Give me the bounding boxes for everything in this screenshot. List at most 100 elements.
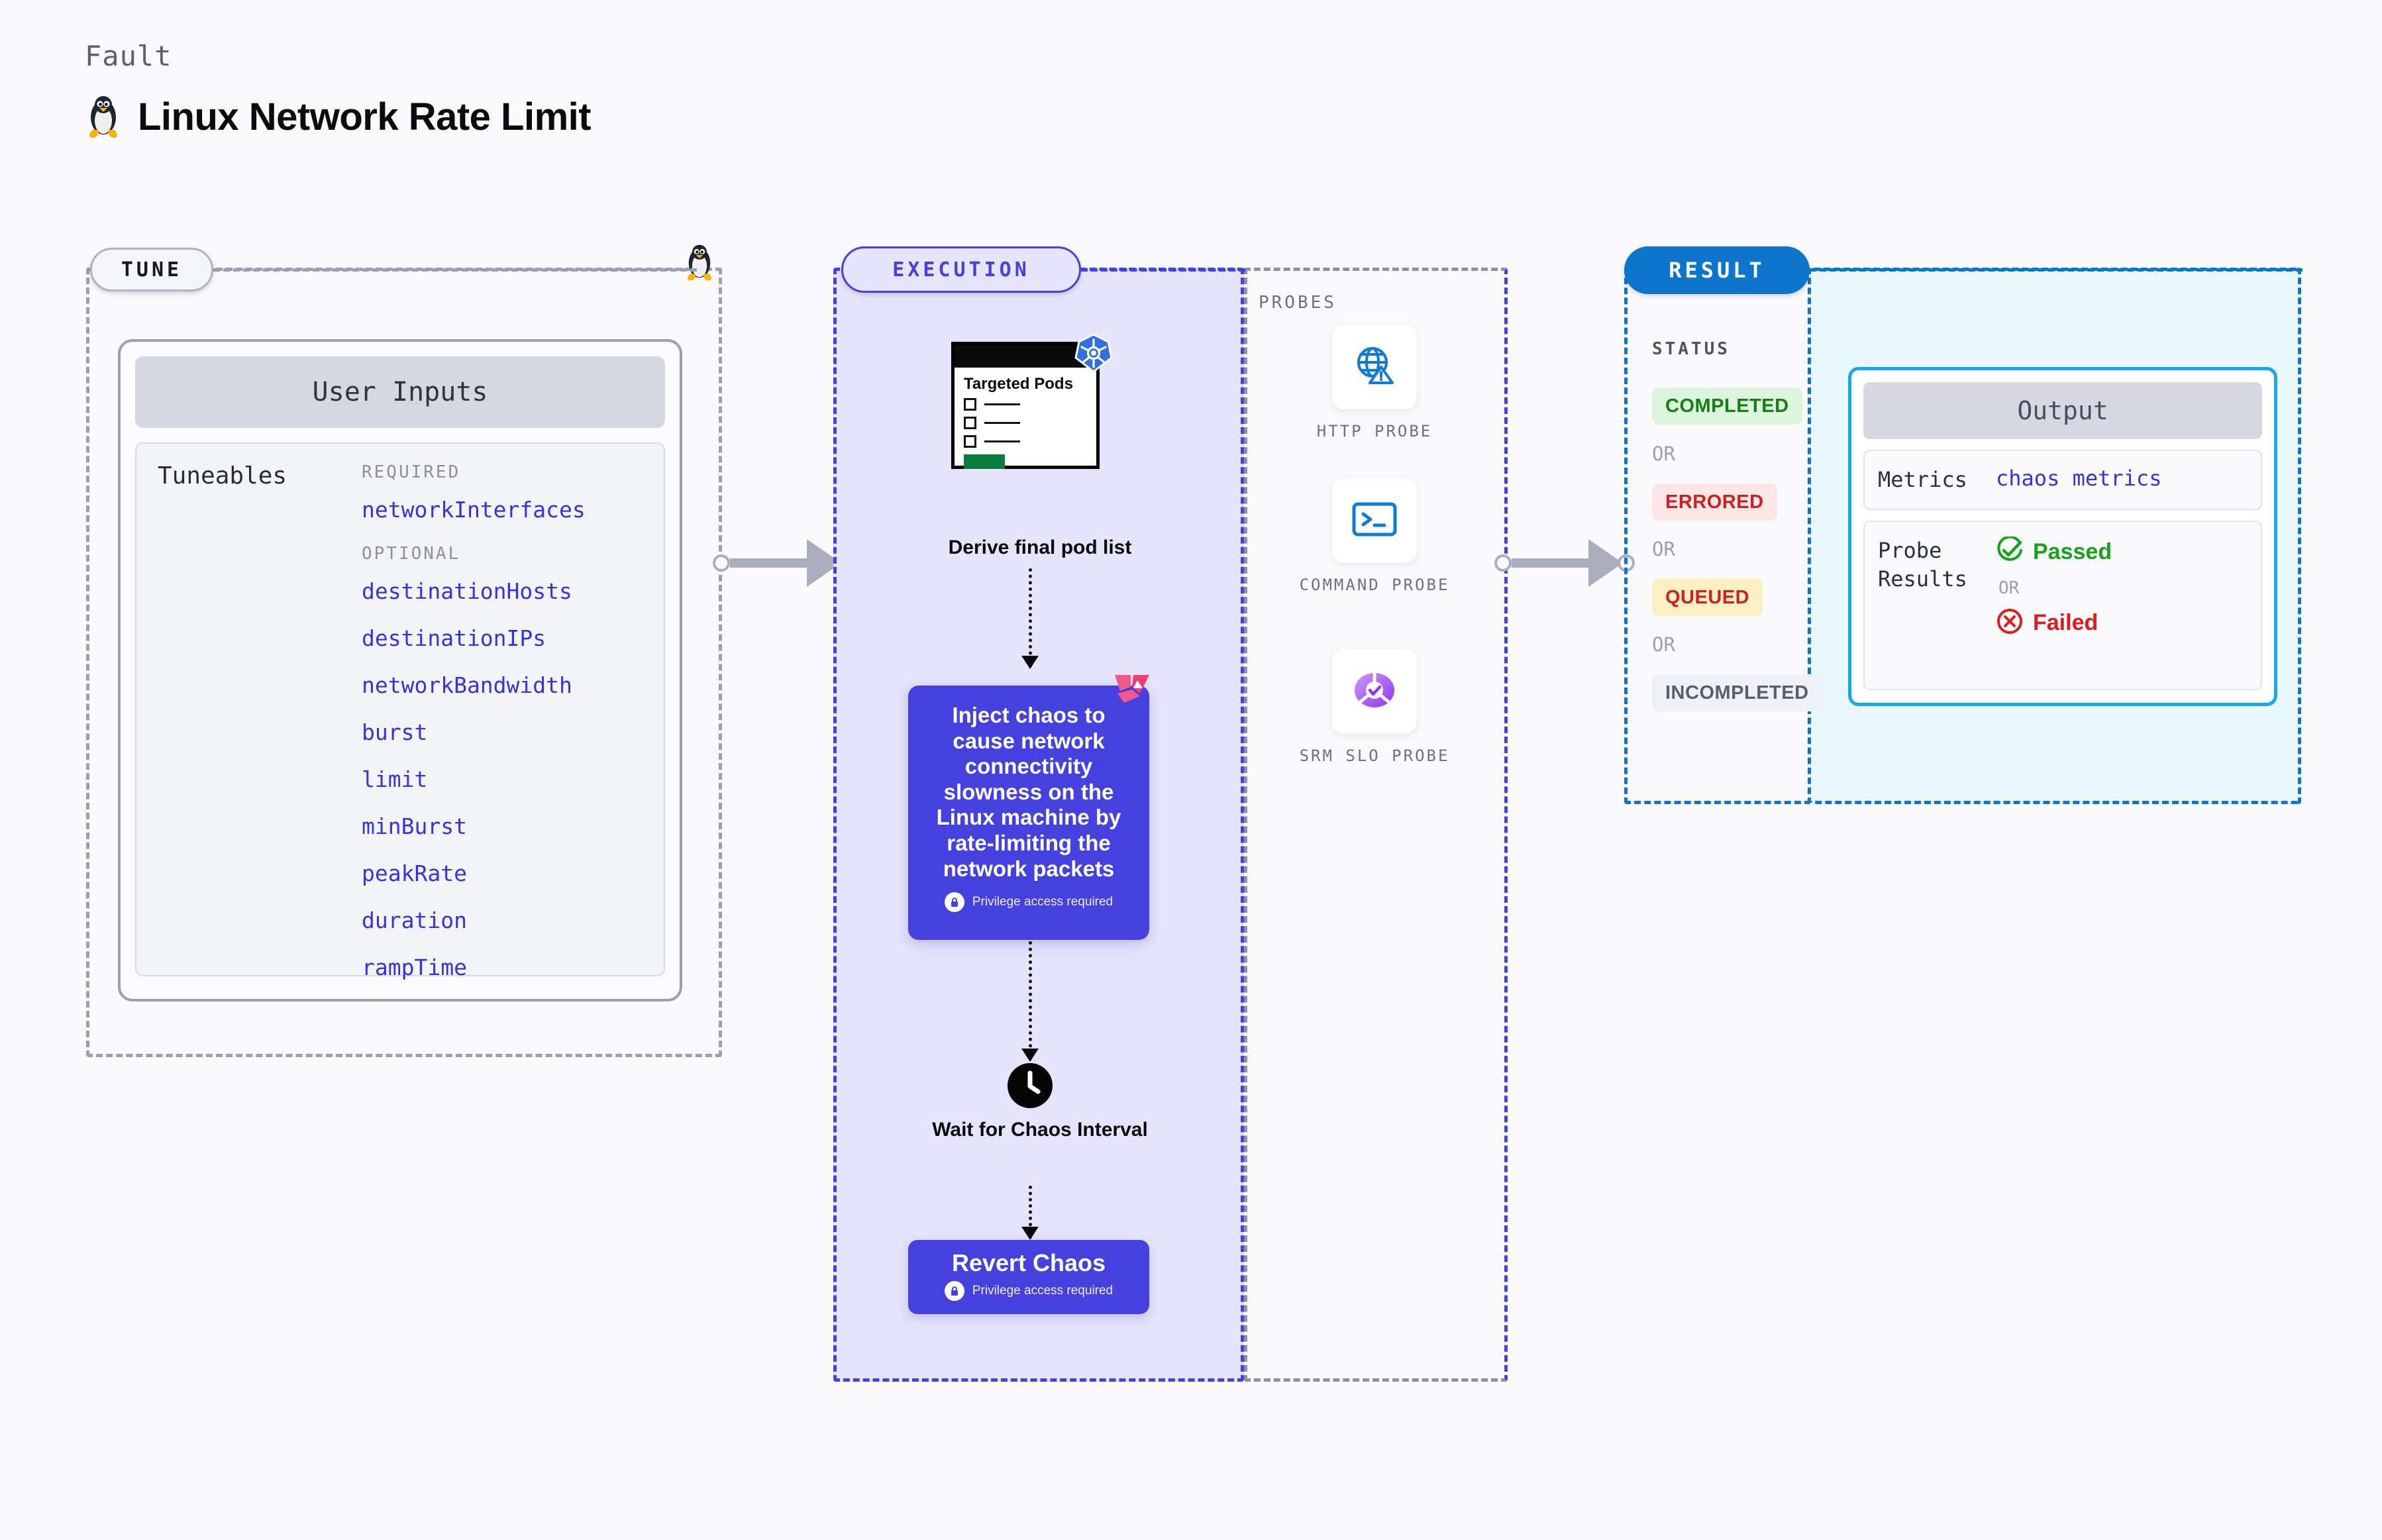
tuneable-destinationIPs[interactable]: destinationIPs <box>362 625 546 651</box>
tuneable-destinationHosts[interactable]: destinationHosts <box>362 578 572 604</box>
failed-label: Failed <box>2033 610 2098 636</box>
execution-pill[interactable]: EXECUTION <box>841 246 1081 293</box>
clock-icon <box>1008 1063 1053 1108</box>
targeted-pods-illustration: Targeted Pods <box>951 333 1113 474</box>
tune-pill[interactable]: TUNE <box>90 248 213 291</box>
tuneables-group-label-optional: OPTIONAL <box>362 544 461 564</box>
targeted-pods-titlebar <box>955 345 1096 368</box>
result-pill-connector <box>1810 268 2303 272</box>
targeted-pods-card: Targeted Pods <box>951 342 1100 470</box>
checkbox-icon <box>964 435 976 448</box>
tuneable-networkInterfaces[interactable]: networkInterfaces <box>362 497 586 523</box>
probe-command[interactable]: COMMAND PROBE <box>1298 478 1451 595</box>
placeholder-line <box>984 403 1020 406</box>
tuneables-group-label-required: REQUIRED <box>362 462 461 482</box>
probe-tile <box>1332 649 1417 734</box>
privilege-note: Privilege access required <box>972 1284 1113 1298</box>
probe-results-key: Probe Results <box>1878 538 1967 592</box>
or-separator: OR <box>1652 538 1675 560</box>
revert-chaos-title: Revert Chaos <box>951 1249 1106 1276</box>
flow-arrow-3 <box>1021 1186 1039 1240</box>
status-badge-queued: QUEUED <box>1652 579 1763 616</box>
tuneable-minBurst[interactable]: minBurst <box>362 813 467 839</box>
targeted-pods-row <box>964 417 1087 430</box>
probe-tile <box>1332 325 1417 409</box>
checkbox-icon <box>964 417 976 430</box>
tuneable-networkBandwidth[interactable]: networkBandwidth <box>362 672 572 698</box>
probe-result-failed: Failed <box>1996 607 2112 639</box>
or-separator: OR <box>1652 442 1675 465</box>
output-card: Output Metrics chaos metrics Probe Resul… <box>1848 367 2277 706</box>
connector-line <box>1512 558 1590 568</box>
arrow-tip-icon <box>1021 1227 1039 1240</box>
probe-srm-slo[interactable]: SRM SLO PROBE <box>1298 649 1451 766</box>
user-inputs-header: User Inputs <box>135 356 665 428</box>
inject-chaos-card[interactable]: Inject chaos to cause network connectivi… <box>908 675 1149 940</box>
probe-result-passed: Passed <box>1996 535 2112 568</box>
targeted-pods-row <box>964 398 1087 411</box>
lock-icon <box>944 892 964 913</box>
status-badge-errored: ERRORED <box>1652 484 1777 521</box>
placeholder-line <box>984 440 1020 443</box>
tuneable-burst[interactable]: burst <box>362 719 428 745</box>
page-header: Fault Linux Network Rate Limit <box>85 40 592 139</box>
arrow-stem <box>1029 1186 1032 1239</box>
globe-warning-icon <box>1351 342 1398 393</box>
lock-icon <box>944 1281 964 1301</box>
or-separator: OR <box>1652 633 1675 656</box>
metrics-key: Metrics <box>1878 467 1967 492</box>
page-title: Linux Network Rate Limit <box>138 95 592 138</box>
targeted-pods-heading: Targeted Pods <box>964 375 1073 393</box>
checkbox-icon <box>964 398 976 411</box>
status-label: STATUS <box>1652 339 1730 359</box>
revert-chaos-card[interactable]: Revert Chaos Privilege access required <box>908 1240 1149 1314</box>
targeted-pods-row <box>964 435 1087 448</box>
metrics-value[interactable]: chaos metrics <box>1996 466 2162 491</box>
litmus-chaos-icon <box>1111 674 1153 712</box>
connector-arrow-icon <box>1588 539 1623 587</box>
tuneables-box: Tuneables REQUIRED networkInterfaces OPT… <box>135 442 665 980</box>
fault-eyebrow: Fault <box>85 40 172 72</box>
title-row: Linux Network Rate Limit <box>85 95 592 139</box>
srm-slo-icon <box>1350 668 1399 715</box>
connector-line <box>730 558 808 568</box>
privilege-note: Privilege access required <box>972 895 1113 909</box>
terminal-icon <box>1351 499 1398 542</box>
connector-start-dot <box>713 554 730 572</box>
probe-tile <box>1332 478 1417 563</box>
tuneable-rampTime[interactable]: rampTime <box>362 954 467 980</box>
kubernetes-icon <box>1073 333 1114 374</box>
probe-results-section: Probe Results Passed OR <box>1863 521 2262 691</box>
result-pill[interactable]: RESULT <box>1624 246 1810 294</box>
probe-label: HTTP PROBE <box>1316 422 1433 440</box>
metrics-section: Metrics chaos metrics <box>1863 450 2262 511</box>
connector-tune-to-execution <box>713 539 853 587</box>
probe-http[interactable]: HTTP PROBE <box>1298 325 1451 442</box>
placeholder-line <box>984 422 1020 425</box>
tuneables-label: Tuneables <box>158 462 287 489</box>
inject-chaos-text: Inject chaos to cause network connectivi… <box>936 703 1121 881</box>
privilege-row: Privilege access required <box>923 892 1135 913</box>
connector-execution-to-result <box>1494 539 1635 587</box>
arrow-tip-icon <box>1021 656 1039 669</box>
status-badge-completed: COMPLETED <box>1652 387 1802 425</box>
output-header: Output <box>1863 382 2262 439</box>
x-circle-icon <box>1996 607 2024 639</box>
arrow-tip-icon <box>1021 1049 1039 1062</box>
tuneables-list: REQUIRED networkInterfaces OPTIONAL dest… <box>362 462 664 980</box>
tuneable-peakRate[interactable]: peakRate <box>362 860 467 886</box>
probe-results-values: Passed OR Failed <box>1996 535 2112 639</box>
derive-final-pod-list-label: Derive final pod list <box>948 537 1132 558</box>
tuneable-limit[interactable]: limit <box>362 766 428 792</box>
linux-penguin-icon <box>85 95 122 139</box>
tuneable-duration[interactable]: duration <box>362 907 467 933</box>
connector-start-dot <box>1494 554 1512 572</box>
probes-label: PROBES <box>1259 293 1337 313</box>
targeted-pods-body: Targeted Pods <box>955 368 1096 470</box>
flow-arrow-2 <box>1021 941 1039 1062</box>
check-circle-icon <box>1996 535 2024 568</box>
probe-label: COMMAND PROBE <box>1299 576 1450 594</box>
probes-region <box>1244 268 1508 1382</box>
user-inputs-card: User Inputs Tuneables REQUIRED networkIn… <box>118 339 682 1001</box>
arrow-stem <box>1029 941 1032 1060</box>
